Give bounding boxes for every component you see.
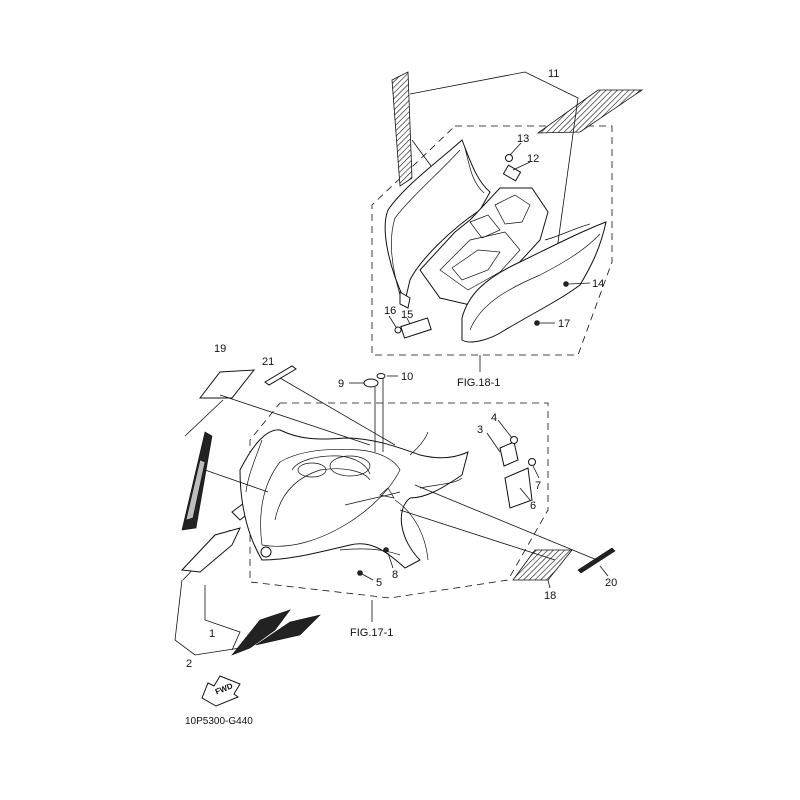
part-label-6: 6 bbox=[530, 500, 536, 512]
rear-fender-center-tub bbox=[419, 187, 549, 306]
part-label-7: 7 bbox=[535, 480, 541, 492]
part-label-14: 14 bbox=[592, 278, 604, 290]
part-label-17: 17 bbox=[558, 318, 570, 330]
decal-strip-21 bbox=[264, 365, 297, 386]
cap-10 bbox=[376, 373, 386, 379]
part-label-21: 21 bbox=[262, 356, 274, 368]
figure-ref-lower: FIG.17-1 bbox=[350, 627, 393, 639]
rear-fender-boundary bbox=[371, 125, 613, 356]
label-sticker-15 bbox=[400, 317, 432, 339]
part-label-4: 4 bbox=[491, 412, 497, 424]
clip-14 bbox=[563, 281, 569, 287]
part-label-1: 1 bbox=[209, 628, 215, 640]
part-label-13: 13 bbox=[517, 133, 529, 145]
rear-fender-right-panel bbox=[461, 221, 607, 343]
decal-strip-20 bbox=[577, 547, 616, 574]
part-label-16: 16 bbox=[384, 305, 396, 317]
part-label-3: 3 bbox=[477, 424, 483, 436]
part-label-20: 20 bbox=[605, 577, 617, 589]
sticker-3 bbox=[499, 441, 519, 467]
screw-7 bbox=[528, 458, 536, 466]
decal-1-lower bbox=[180, 527, 241, 573]
screw-4 bbox=[510, 436, 518, 444]
figure-ref-upper: FIG.18-1 bbox=[457, 377, 500, 389]
side-decal-18 bbox=[512, 549, 573, 581]
part-label-15: 15 bbox=[401, 309, 413, 321]
part-label-5: 5 bbox=[376, 577, 382, 589]
front-fender-body bbox=[239, 429, 469, 569]
part-label-10: 10 bbox=[401, 371, 413, 383]
clip-5 bbox=[357, 570, 363, 576]
part-label-18: 18 bbox=[544, 590, 556, 602]
part-label-12: 12 bbox=[527, 153, 539, 165]
part-label-2: 2 bbox=[186, 658, 192, 670]
side-decal-11-right bbox=[536, 89, 644, 134]
front-decal-1b bbox=[255, 614, 321, 646]
part-label-8: 8 bbox=[392, 569, 398, 581]
screw-13 bbox=[505, 154, 513, 162]
drawing-code: 10P5300-G440 bbox=[185, 716, 253, 727]
part-label-11: 11 bbox=[548, 68, 559, 80]
part-number-labels: 11 13 12 14 16 15 17 FIG.18-1 19 21 9 10… bbox=[185, 68, 617, 727]
part-label-9: 9 bbox=[338, 378, 344, 390]
bracket-12 bbox=[502, 164, 522, 182]
forward-arrow: FWD bbox=[201, 675, 241, 707]
leader-2-bracket bbox=[174, 579, 241, 656]
leader-11 bbox=[409, 71, 579, 301]
rear-fender-left-panel bbox=[384, 139, 491, 303]
clip-8 bbox=[383, 547, 389, 553]
decal-19 bbox=[198, 369, 256, 399]
washer-9 bbox=[363, 378, 379, 388]
front-decal-1 bbox=[231, 609, 291, 656]
leader-1-bracket bbox=[204, 585, 241, 651]
side-decal-11-left bbox=[391, 71, 413, 187]
decal-6 bbox=[504, 467, 533, 509]
rear-fender-group bbox=[371, 71, 644, 372]
front-fender-group bbox=[174, 365, 616, 656]
clip-17 bbox=[534, 320, 540, 326]
part-label-19: 19 bbox=[214, 343, 226, 355]
forward-arrow-shape bbox=[201, 675, 241, 707]
screw-16 bbox=[394, 326, 402, 334]
